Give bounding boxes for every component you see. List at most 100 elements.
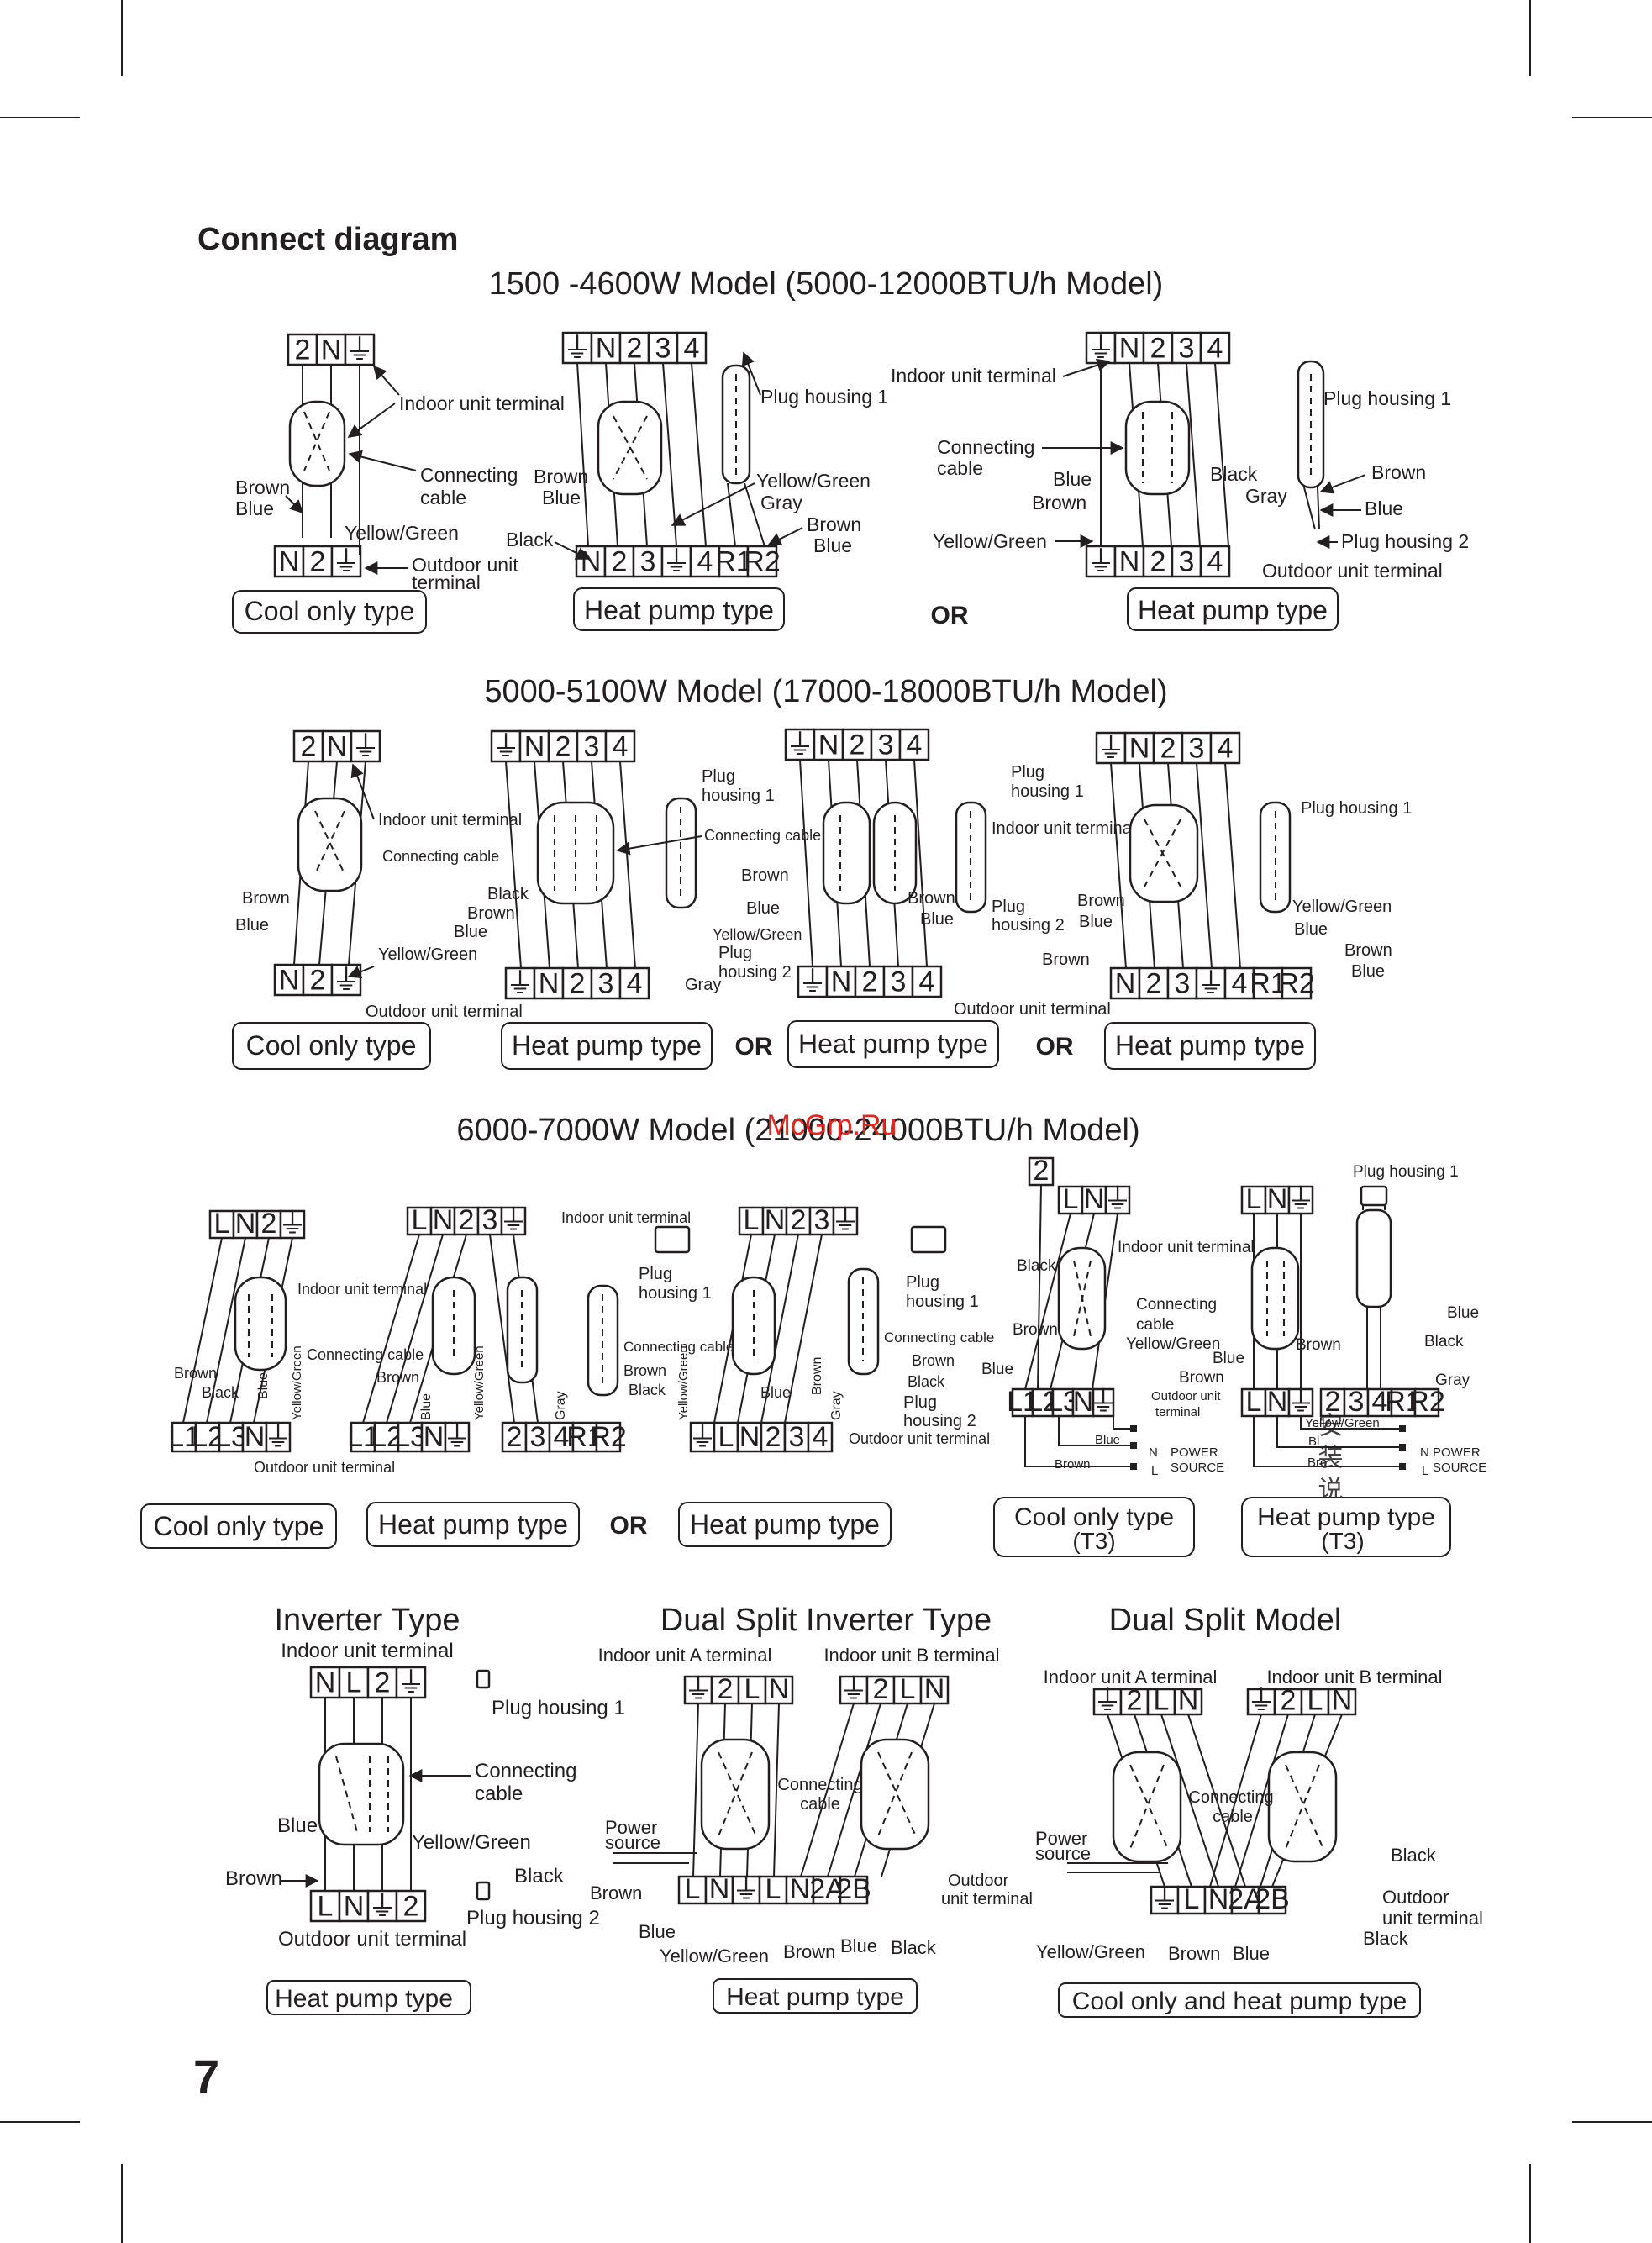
- s3-t3c-l: L: [1151, 1464, 1158, 1478]
- terminal-label: L: [685, 1873, 701, 1905]
- terminal-label: N: [1208, 1883, 1229, 1915]
- terminal-label: 2: [459, 1204, 475, 1236]
- s2-hp1-cable: Connecting cable: [704, 827, 821, 844]
- terminal-label: L: [1063, 1183, 1079, 1215]
- terminal-cell: [603, 545, 635, 578]
- s3-cool-outdoor: Outdoor unit terminal: [254, 1459, 395, 1476]
- s4-dual-inv-indoor-a: Indoor unit A terminal: [598, 1645, 772, 1666]
- terminal-label: L: [744, 1204, 760, 1236]
- svg-text:Heat pump type: Heat pump type: [275, 1985, 453, 2013]
- terminal-label: L: [1246, 1183, 1262, 1215]
- terminal-label: 3: [530, 1421, 546, 1453]
- terminal-label: N: [279, 965, 300, 997]
- s3-t3h-l: L: [1422, 1464, 1428, 1478]
- terminal-label: ⏚: [345, 334, 374, 366]
- s4-inverter-outdoor: Outdoor unit terminal: [278, 1928, 466, 1951]
- terminal-label: 2: [261, 1208, 277, 1240]
- terminal-label: ⏚: [1150, 1883, 1179, 1915]
- terminal-label: L: [765, 1873, 781, 1905]
- s2-hp1-brown-c: Brown: [741, 866, 789, 885]
- s2-hp2-plug-1b: housing 1: [1011, 782, 1084, 801]
- terminal-label: 2: [1127, 1685, 1143, 1717]
- s2-cool-brown: Brown: [242, 889, 290, 908]
- terminal-label: N: [245, 1421, 266, 1453]
- s2-hp2-brown: Brown: [908, 889, 955, 908]
- terminal-cell: [321, 729, 353, 763]
- s4-dual-indoor-b: Indoor unit B terminal: [1266, 1666, 1442, 1688]
- terminal-label: 4: [613, 731, 629, 763]
- s4-dual-inv-brown: Brown: [590, 1882, 642, 1903]
- terminal-cell: [689, 1421, 716, 1453]
- terminal-label: ⏚: [831, 1204, 860, 1236]
- terminal-cell: [548, 1421, 575, 1453]
- s1-hp1-plug-label: Plug housing 1: [760, 386, 888, 408]
- terminal-label: ⏚: [662, 546, 691, 578]
- section-1: 1500 -4600W Model (5000-12000BTU/h Model…: [232, 266, 1469, 634]
- s2-hp1-blue-c: Blue: [746, 899, 780, 918]
- terminal-label: ⏚: [264, 1421, 292, 1453]
- s3-t3h-gray: Gray: [1435, 1372, 1470, 1389]
- terminal-cell: [350, 729, 381, 763]
- terminal-label: L3: [394, 1421, 426, 1453]
- terminal-label: 2: [1146, 968, 1162, 1000]
- terminal-cell: [713, 1421, 739, 1453]
- terminal-label: 3: [1175, 968, 1191, 1000]
- s3-t3h-blue-r: Blue: [1447, 1304, 1479, 1322]
- terminal-label: N: [539, 968, 560, 1000]
- section-3-title: 6000-7000W Model (21000-24000BTU/h Model…: [456, 1113, 1139, 1148]
- svg-text:Cool only type: Cool only type: [1014, 1503, 1174, 1531]
- terminal-label: 3: [655, 333, 671, 365]
- s4-dual-inv-black: Black: [891, 1937, 937, 1958]
- s3-t3-heat-pump-type-pill: Heat pump type (T3): [1241, 1497, 1451, 1557]
- s2-hp3-blue-r-2: Blue: [1351, 962, 1385, 981]
- s2-hp1-blue: Blue: [454, 923, 487, 941]
- s2-hp1-yg: Yellow/Green: [713, 926, 802, 943]
- s2-hp2-indoor: Indoor unit terminal: [992, 819, 1135, 838]
- s4-dual-split-inverter-diagram: Dual Split Inverter Type Indoor unit A t…: [590, 1603, 1033, 1967]
- s3-hp2-gray-v: Gray: [829, 1391, 844, 1420]
- terminal-label: 3: [814, 1204, 830, 1236]
- s3-hp2-cable: Connecting cable: [884, 1329, 994, 1345]
- s1-hp2-yg: Yellow/Green: [933, 530, 1047, 552]
- terminal-cell: [504, 966, 536, 1000]
- s2-hp3-yg: Yellow/Green: [1292, 898, 1392, 916]
- s3-cool-yg: Yellow/Green: [290, 1345, 304, 1420]
- terminal-label: 4: [907, 729, 923, 761]
- terminal-cell: [797, 965, 829, 998]
- terminal-label: 2: [1281, 1685, 1297, 1717]
- s4-dual-outdoor-1: Outdoor: [1382, 1887, 1449, 1908]
- s4-dual-inv-outdoor-2: unit terminal: [941, 1890, 1033, 1909]
- terminal-cell: [1142, 331, 1174, 365]
- terminal-label: 3: [640, 546, 656, 578]
- s4-dual-black: Black: [1391, 1845, 1437, 1866]
- s3-hp1-black: Black: [629, 1382, 666, 1398]
- terminal-label: ⏚: [351, 731, 380, 763]
- terminal-cell: [676, 331, 708, 365]
- terminal-cell: [892, 1675, 923, 1705]
- s1-hp2-cable-1: Connecting: [937, 436, 1034, 458]
- svg-text:Heat pump type: Heat pump type: [798, 1029, 988, 1059]
- s2-hp2-outdoor: Outdoor unit terminal: [954, 1000, 1111, 1019]
- s4-dual-inv-title: Dual Split Inverter Type: [660, 1603, 992, 1638]
- s3-heat-pump-type-pill-2: Heat pump type: [678, 1502, 892, 1547]
- terminal-cell: [870, 728, 902, 761]
- s2-hp1-plug-1b: housing 1: [702, 787, 775, 805]
- svg-text:Heat pump type: Heat pump type: [1138, 595, 1328, 625]
- s1-hp2-gray: Gray: [1245, 485, 1287, 507]
- section-1-title: 1500 -4600W Model (5000-12000BTU/h Model…: [489, 266, 1164, 302]
- terminal-label: ⏚: [499, 1204, 528, 1236]
- terminal-cell: [808, 1206, 835, 1236]
